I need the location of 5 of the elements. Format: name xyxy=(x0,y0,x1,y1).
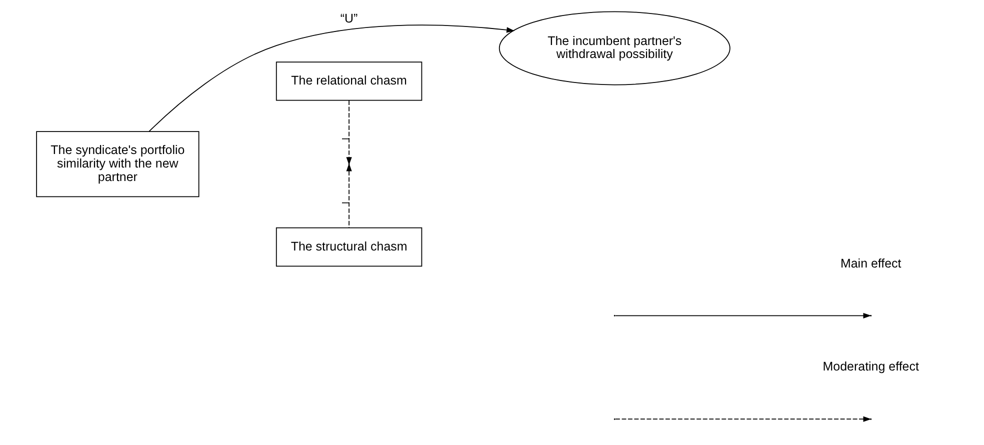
edge-label: – xyxy=(342,131,348,146)
edge-label: “U” xyxy=(340,12,358,26)
legend-label: Main effect xyxy=(840,256,901,270)
legend-label: Moderating effect xyxy=(822,360,918,374)
edge-label: – xyxy=(342,195,348,210)
